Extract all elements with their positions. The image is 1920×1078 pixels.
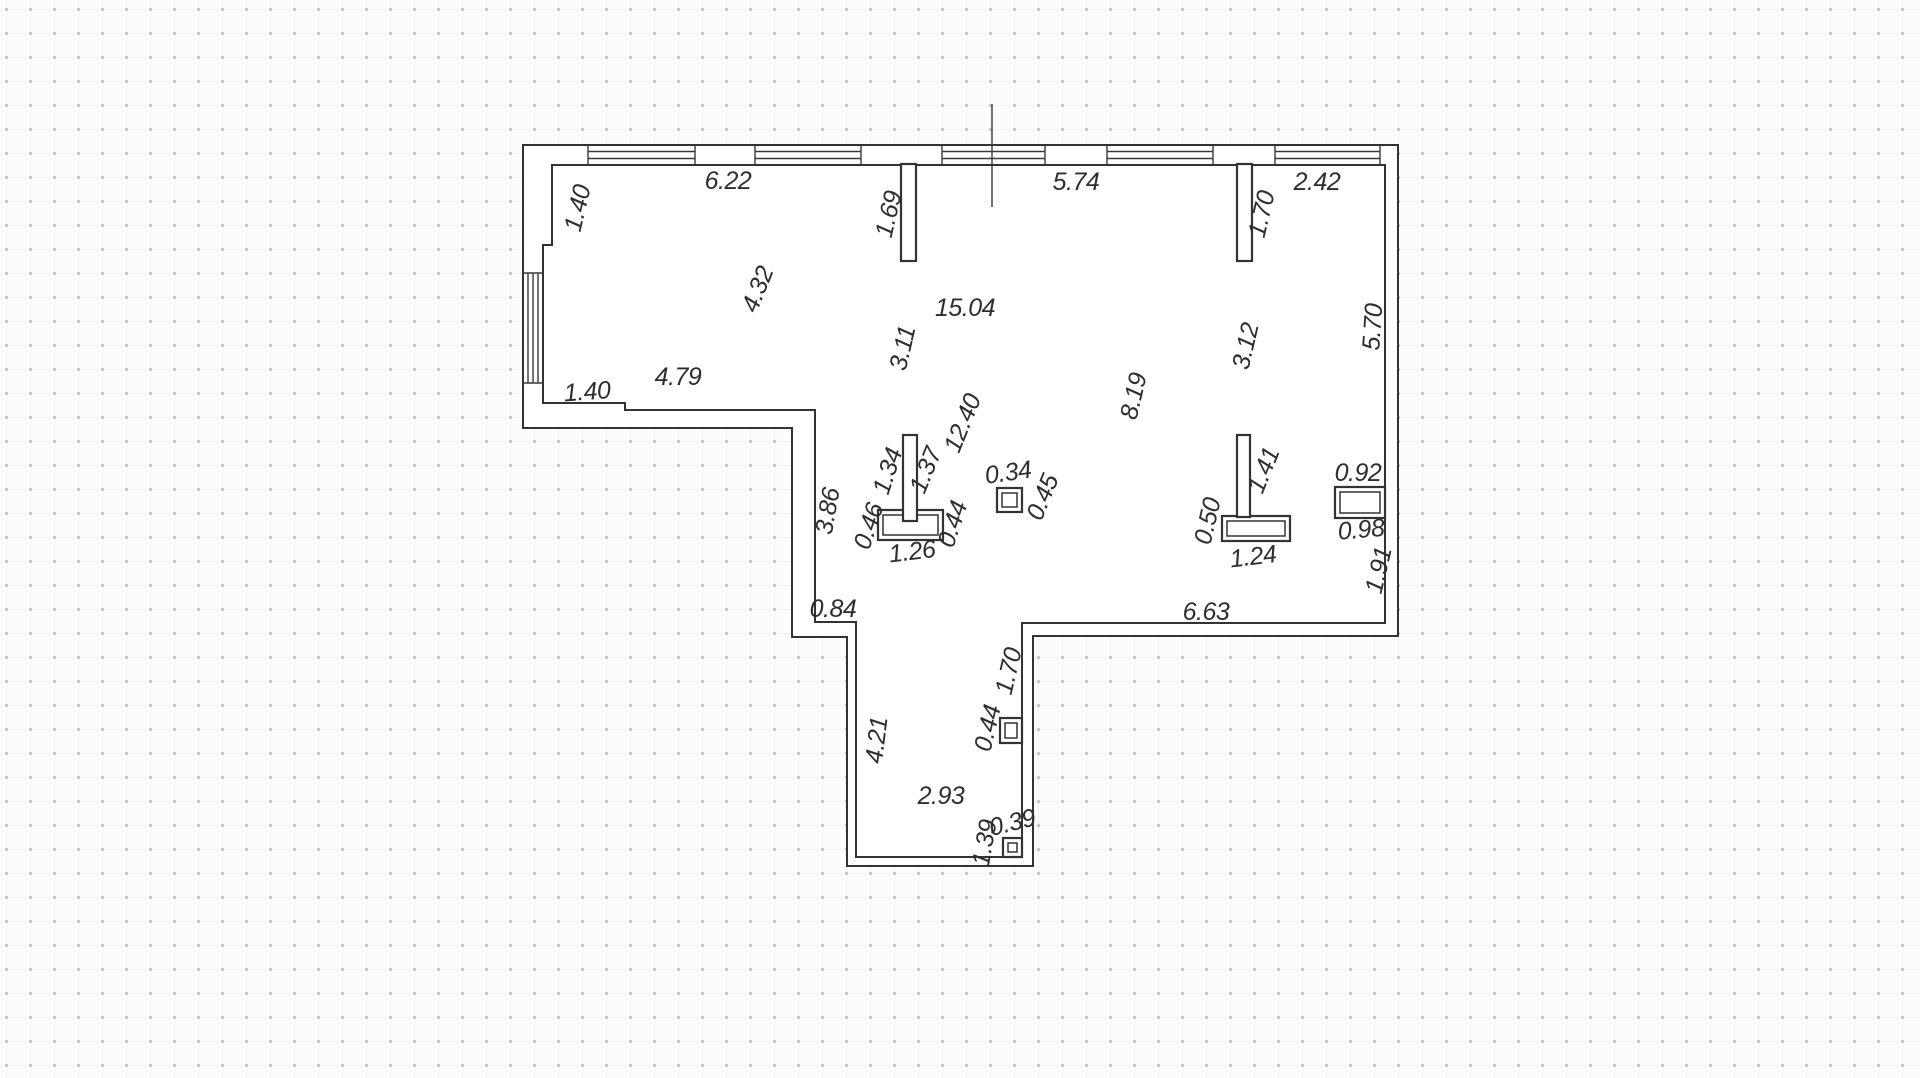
lower-room-fixture-corner: [1001, 836, 1024, 859]
right-partition-counter: [1220, 433, 1292, 543]
left-partition-counter: [876, 433, 945, 542]
dimension-label: 1.24: [1228, 540, 1278, 573]
dimension-label: 6.22: [705, 167, 752, 195]
dimension-label: 4.21: [860, 715, 893, 765]
inner-wall-contour: [542, 164, 1386, 858]
left-window: [523, 272, 543, 384]
top-windows: [587, 145, 1381, 165]
wall-stub-left: [899, 162, 918, 263]
dimension-label: 5.70: [1357, 302, 1388, 351]
dimension-label: 15.04: [935, 294, 995, 322]
dimension-label: 4.79: [655, 363, 702, 391]
dimension-label: 0.84: [810, 595, 857, 623]
lower-room-fixture-upper: [998, 716, 1024, 745]
dimension-label: 1.40: [563, 376, 612, 407]
right-wall-niche: [1333, 485, 1387, 520]
dimension-label: 0.98: [1337, 514, 1387, 546]
dimension-label: 1.26: [887, 535, 937, 569]
dimension-label: 2.42: [1293, 168, 1341, 196]
dimension-label: 2.93: [917, 782, 965, 810]
dimension-label: 5.74: [1053, 168, 1100, 196]
wall-stub-right: [1235, 162, 1254, 263]
dimension-label: 0.34: [983, 456, 1033, 490]
dimension-label: 6.63: [1183, 598, 1230, 626]
vent-shaft: [995, 486, 1024, 514]
dimension-label: 0.92: [1335, 459, 1382, 487]
